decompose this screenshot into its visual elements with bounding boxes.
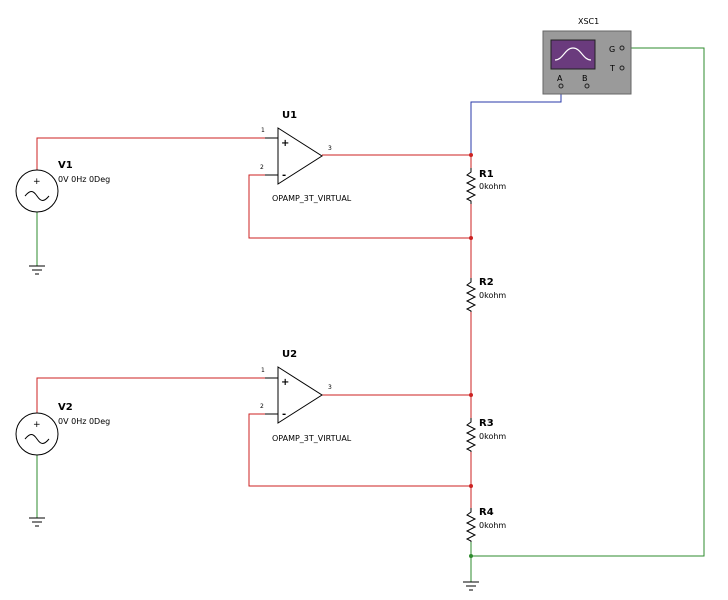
plus-sign: +: [33, 177, 41, 187]
r3-ref-label: R3: [479, 418, 494, 429]
wire-scope-g[interactable]: [471, 47, 705, 557]
u2-pin1-label: 1: [261, 367, 265, 374]
r1-ref-label: R1: [479, 169, 494, 180]
scope-screen: [550, 39, 596, 70]
minus-sign: -: [282, 409, 286, 420]
plus-sign: +: [281, 377, 289, 388]
resistor-symbol: [465, 418, 477, 452]
wire-scope-a[interactable]: [470, 86, 562, 155]
wire-u1-feedback[interactable]: [248, 174, 471, 239]
junction-dot: [469, 393, 473, 397]
u1-model-label: OPAMP_3T_VIRTUAL: [272, 194, 352, 203]
scope-pin-g[interactable]: [619, 45, 625, 51]
junctions: [469, 153, 473, 558]
plus-sign: +: [33, 420, 41, 430]
ac-source-v2[interactable]: + V2 0V 0Hz 0Deg: [15, 402, 110, 527]
v1-ref-label: V1: [58, 160, 73, 171]
wire-v2-to-u2-in1[interactable]: [36, 377, 265, 413]
resistor-r4[interactable]: R4 0kohm: [465, 507, 506, 542]
sine-icon: [24, 434, 50, 444]
u1-pin1-label: 1: [261, 127, 265, 134]
scope-ref-label: XSC1: [578, 17, 599, 26]
wire-u2-feedback[interactable]: [248, 413, 471, 487]
resistor-symbol: [465, 168, 477, 204]
u2-ref-label: U2: [282, 349, 297, 360]
r4-value-label: 0kohm: [479, 521, 506, 530]
u1-pin3-label: 3: [328, 145, 332, 152]
sine-icon: [24, 191, 50, 201]
minus-sign: -: [282, 170, 286, 181]
ground-bottom: [463, 581, 479, 591]
opamp-u2[interactable]: U2 + - 1 2 3 OPAMP_3T_VIRTUAL: [260, 349, 352, 443]
scope-pin-a[interactable]: [558, 83, 564, 89]
resistor-symbol: [465, 508, 477, 542]
r2-ref-label: R2: [479, 277, 494, 288]
resistor-r3[interactable]: R3 0kohm: [465, 418, 506, 452]
r1-value-label: 0kohm: [479, 182, 506, 191]
scope-pin-a-label: A: [557, 74, 563, 83]
scope-pin-t-label: T: [609, 64, 615, 73]
wires: [36, 47, 705, 582]
r2-value-label: 0kohm: [479, 291, 506, 300]
resistor-r2[interactable]: R2 0kohm: [465, 277, 506, 312]
junction-dot: [469, 554, 473, 558]
junction-dot: [469, 236, 473, 240]
r3-value-label: 0kohm: [479, 432, 506, 441]
ac-source-symbol: [15, 412, 59, 456]
r4-ref-label: R4: [479, 507, 494, 518]
u1-pin2-label: 2: [260, 164, 264, 171]
v2-ref-label: V2: [58, 402, 73, 413]
opamp-triangle: [277, 127, 323, 185]
ac-source-symbol: [15, 169, 59, 213]
junction-dot: [469, 484, 473, 488]
scope-pin-b-label: B: [582, 74, 588, 83]
resistor-r1[interactable]: R1 0kohm: [465, 168, 506, 204]
u2-pin3-label: 3: [328, 384, 332, 391]
oscilloscope-xsc1[interactable]: XSC1 A B G T: [542, 17, 632, 95]
ac-source-v1[interactable]: + V1 0V 0Hz 0Deg: [15, 160, 110, 275]
u2-pin2-label: 2: [260, 403, 264, 410]
v1-value-label: 0V 0Hz 0Deg: [58, 175, 110, 184]
resistor-symbol: [465, 278, 477, 312]
u1-ref-label: U1: [282, 110, 297, 121]
opamp-u1[interactable]: U1 + - 1 2 3 OPAMP_3T_VIRTUAL: [260, 110, 352, 203]
sine-wave-icon: [554, 47, 592, 61]
scope-pin-g-label: G: [609, 45, 615, 54]
opamp-triangle: [277, 366, 323, 424]
junction-dot: [469, 153, 473, 157]
u2-model-label: OPAMP_3T_VIRTUAL: [272, 434, 352, 443]
plus-sign: +: [281, 138, 289, 149]
v2-value-label: 0V 0Hz 0Deg: [58, 417, 110, 426]
scope-pin-t[interactable]: [619, 65, 625, 71]
scope-pin-b[interactable]: [584, 83, 590, 89]
wire-v1-to-u1-in1[interactable]: [36, 137, 265, 170]
